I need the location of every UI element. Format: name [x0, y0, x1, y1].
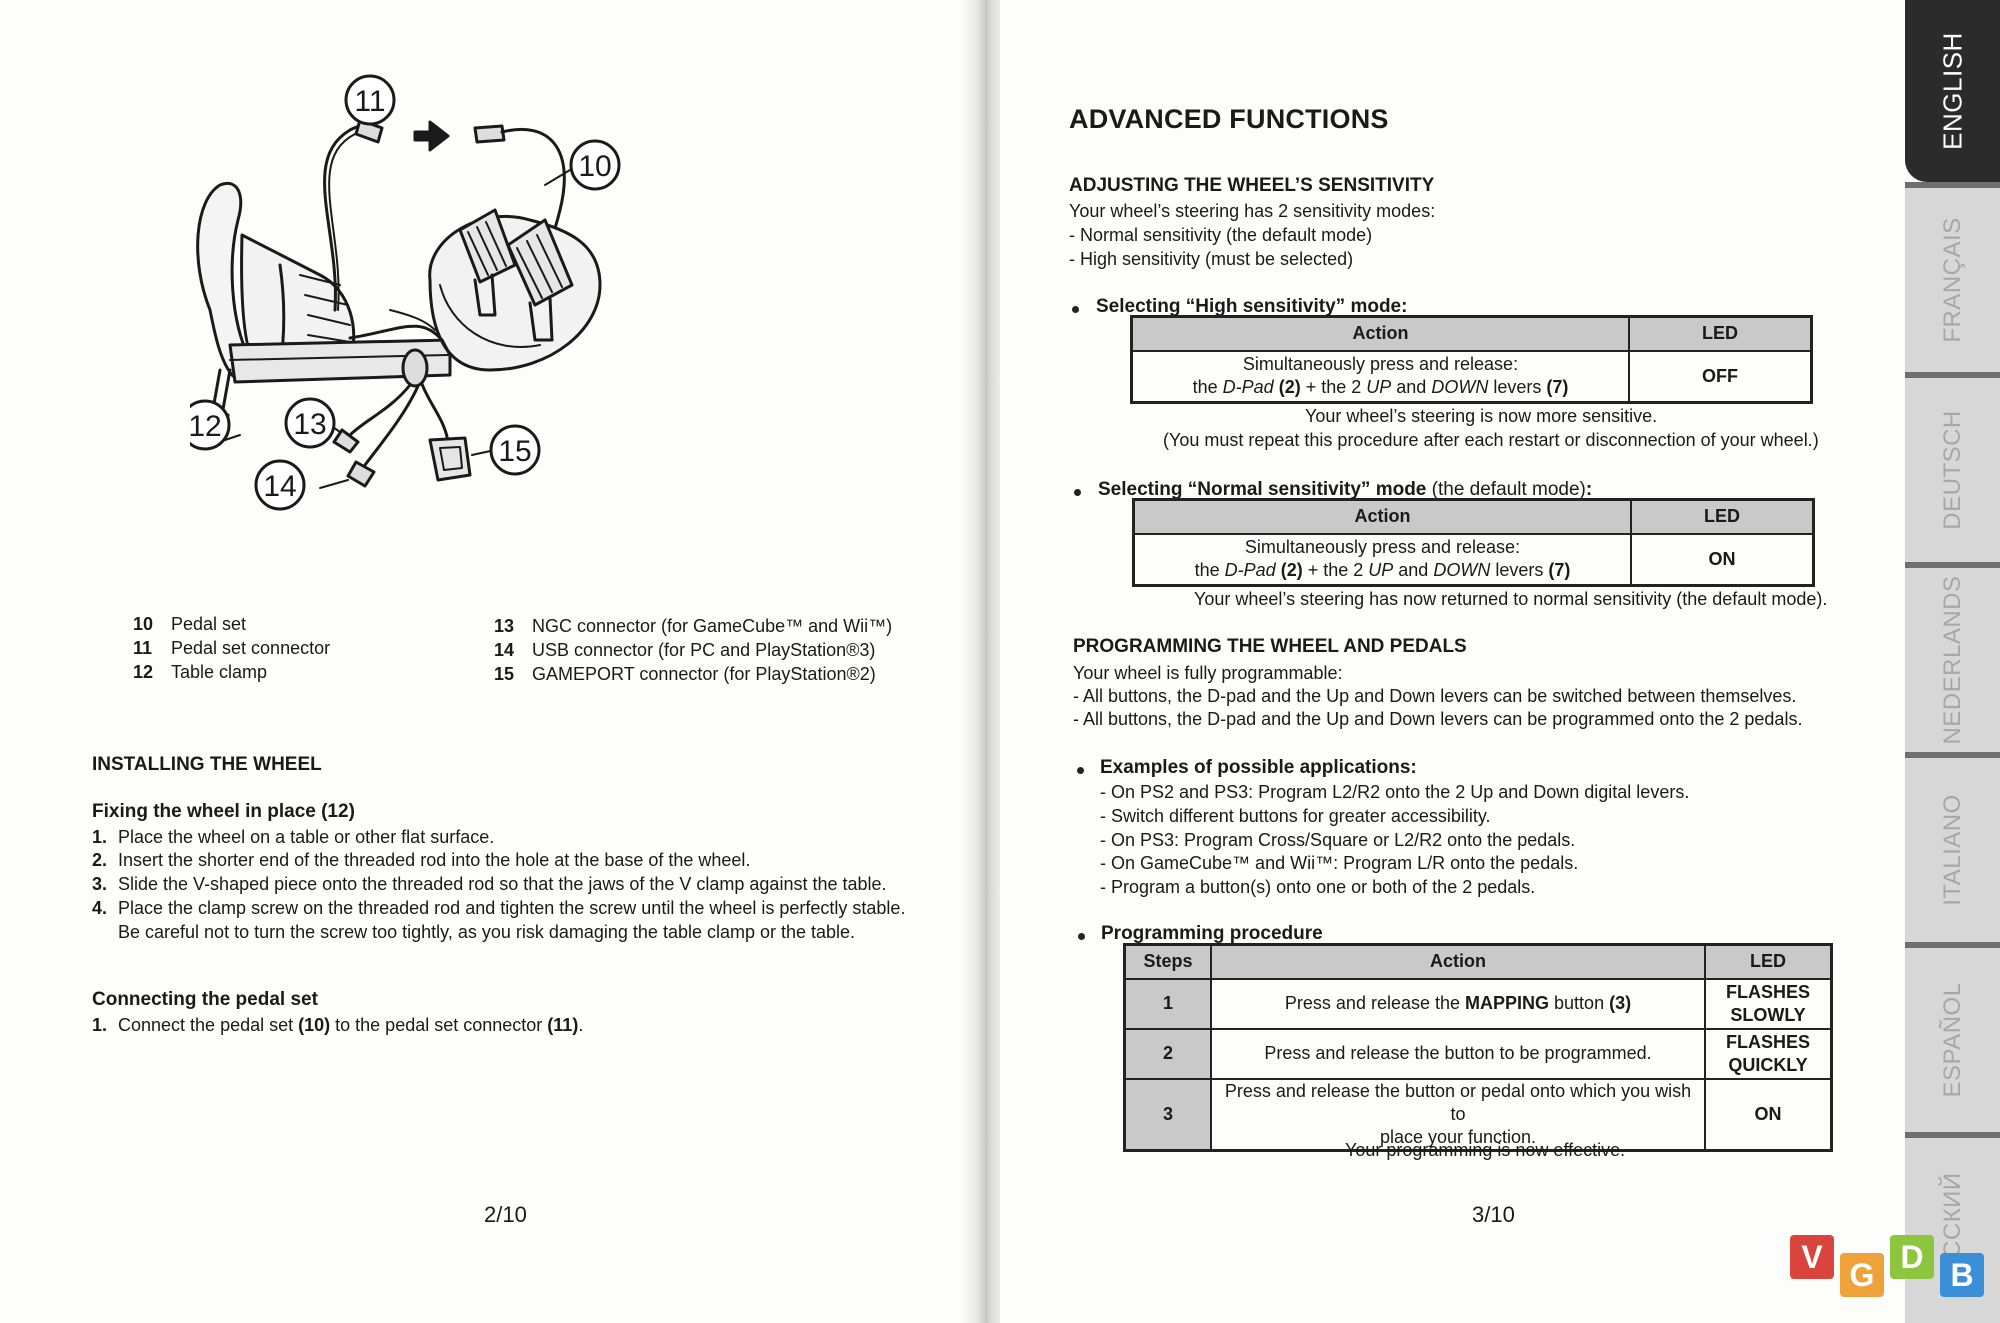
table-row: 2 Press and release the button to be pro… [1123, 1027, 1833, 1080]
tab-italiano[interactable]: ITALIANO [1905, 752, 2000, 942]
callout-10: 10 [578, 150, 611, 183]
language-tabs: ENGLISH FRANÇAIS DEUTSCH NEDERLANDS ITAL… [1905, 0, 2000, 1323]
tab-english[interactable]: ENGLISH [1905, 0, 2000, 182]
tab-label: ITALIANO [1938, 794, 1966, 906]
high-heading: Selecting “High sensitivity” mode: [1096, 296, 1408, 317]
example-item: - Switch different buttons for greater a… [1100, 806, 1491, 826]
right-page: ADVANCED FUNCTIONS ADJUSTING THE WHEEL’S… [1000, 0, 1905, 1323]
pedal-heading: Connecting the pedal set [92, 989, 318, 1010]
normal-sensitivity-table: Action LED Simultaneously press and rele… [1132, 498, 1815, 587]
sensitivity-heading: ADJUSTING THE WHEEL’S SENSITIVITY [1069, 175, 1435, 196]
procedure-result: Your programming is now effective. [1345, 1140, 1626, 1160]
sensitivity-line: - Normal sensitivity (the default mode) [1069, 225, 1373, 245]
page-title: ADVANCED FUNCTIONS [1069, 104, 1389, 134]
tab-label: ESPAÑOL [1938, 982, 1966, 1098]
programming-line: Your wheel is fully programmable: [1073, 663, 1343, 683]
high-note: (You must repeat this procedure after ea… [1163, 430, 1819, 450]
tab-label: FRANÇAIS [1938, 217, 1966, 343]
normal-heading: Selecting “Normal sensitivity” mode (the… [1098, 479, 1593, 500]
action-cell: Simultaneously press and release: the D-… [1132, 532, 1632, 587]
step-cell: 1 [1123, 977, 1212, 1030]
fixing-step: 4.Place the clamp screw on the threaded … [92, 898, 906, 918]
col-led: LED [1630, 498, 1815, 535]
tab-espanol[interactable]: ESPAÑOL [1905, 942, 2000, 1132]
example-item: - Program a button(s) onto one or both o… [1100, 877, 1536, 897]
step-cell: 2 [1123, 1027, 1212, 1080]
programming-line: - All buttons, the D-pad and the Up and … [1073, 686, 1797, 706]
sensitivity-line: - High sensitivity (must be selected) [1069, 249, 1354, 269]
installing-heading: INSTALLING THE WHEEL [92, 754, 322, 775]
normal-result: Your wheel’s steering has now returned t… [1194, 589, 1828, 609]
callout-11: 11 [354, 85, 385, 118]
tab-label: NEDERLANDS [1938, 575, 1966, 745]
fixing-note: Be careful not to turn the screw too tig… [118, 922, 856, 942]
table-row: 3 Press and release the button or pedal … [1123, 1077, 1833, 1151]
fixing-heading: Fixing the wheel in place (12) [92, 801, 355, 822]
watermark-letter: D [1890, 1235, 1934, 1279]
example-item: - On PS2 and PS3: Program L2/R2 onto the… [1100, 782, 1690, 802]
bullet [1072, 306, 1079, 313]
col-action: Action [1210, 943, 1706, 980]
callout-14: 14 [263, 470, 296, 503]
high-sensitivity-table: Action LED Simultaneously press and rele… [1130, 315, 1813, 404]
fixing-step: 3.Slide the V-shaped piece onto the thre… [92, 874, 887, 894]
high-result: Your wheel’s steering is now more sensit… [1305, 406, 1658, 426]
example-item: - On PS3: Program Cross/Square or L2/R2 … [1100, 830, 1576, 850]
tab-deutsch[interactable]: DEUTSCH [1905, 372, 2000, 562]
fixing-step: 1.Place the wheel on a table or other fl… [92, 827, 495, 847]
tab-nederlands[interactable]: NEDERLANDS [1905, 562, 2000, 752]
sensitivity-line: Your wheel’s steering has 2 sensitivity … [1069, 201, 1436, 221]
page-number-right: 3/10 [1472, 1202, 1515, 1227]
col-led: LED [1704, 943, 1833, 980]
tab-francais[interactable]: FRANÇAIS [1905, 182, 2000, 372]
pedal-step: 1.Connect the pedal set (10) to the peda… [92, 1015, 584, 1035]
watermark-letter: B [1940, 1253, 1984, 1297]
col-led: LED [1628, 315, 1813, 352]
action-cell: Press and release the MAPPING button (3) [1210, 977, 1706, 1030]
step-cell: 3 [1123, 1077, 1212, 1151]
procedure-heading: Programming procedure [1101, 923, 1323, 944]
procedure-table: Steps Action LED 1 Press and release the… [1123, 943, 1833, 1152]
callout-15: 15 [498, 435, 531, 468]
led-cell: ON [1704, 1077, 1833, 1151]
action-cell: Press and release the button to be progr… [1210, 1027, 1706, 1080]
bullet [1074, 489, 1081, 496]
bullet [1078, 933, 1085, 940]
tab-label: DEUTSCH [1938, 410, 1966, 530]
led-cell: ON [1630, 532, 1815, 587]
page-number-left: 2/10 [484, 1202, 527, 1227]
col-action: Action [1132, 498, 1632, 535]
programming-heading: PROGRAMMING THE WHEEL AND PEDALS [1073, 636, 1467, 657]
programming-line: - All buttons, the D-pad and the Up and … [1073, 709, 1803, 729]
watermark-letter: G [1840, 1253, 1884, 1297]
led-cell: OFF [1628, 349, 1813, 404]
table-row: 1 Press and release the MAPPING button (… [1123, 977, 1833, 1030]
examples-heading: Examples of possible applications: [1100, 757, 1417, 778]
example-item: - On GameCube™ and Wii™: Program L/R ont… [1100, 853, 1579, 873]
col-steps: Steps [1123, 943, 1212, 980]
bullet [1077, 767, 1084, 774]
watermark-letter: V [1790, 1235, 1834, 1279]
callout-13: 13 [293, 408, 326, 441]
fixing-step: 2.Insert the shorter end of the threaded… [92, 850, 751, 870]
action-cell: Press and release the button or pedal on… [1210, 1077, 1706, 1151]
action-cell: Simultaneously press and release: the D-… [1130, 349, 1630, 404]
tab-label: ENGLISH [1937, 32, 1967, 150]
col-action: Action [1130, 315, 1630, 352]
wheel-pedals-diagram: 11 10 12 13 14 15 [190, 74, 621, 511]
callout-12: 12 [190, 410, 222, 443]
vgdb-watermark: V G D B [1790, 1235, 1990, 1305]
